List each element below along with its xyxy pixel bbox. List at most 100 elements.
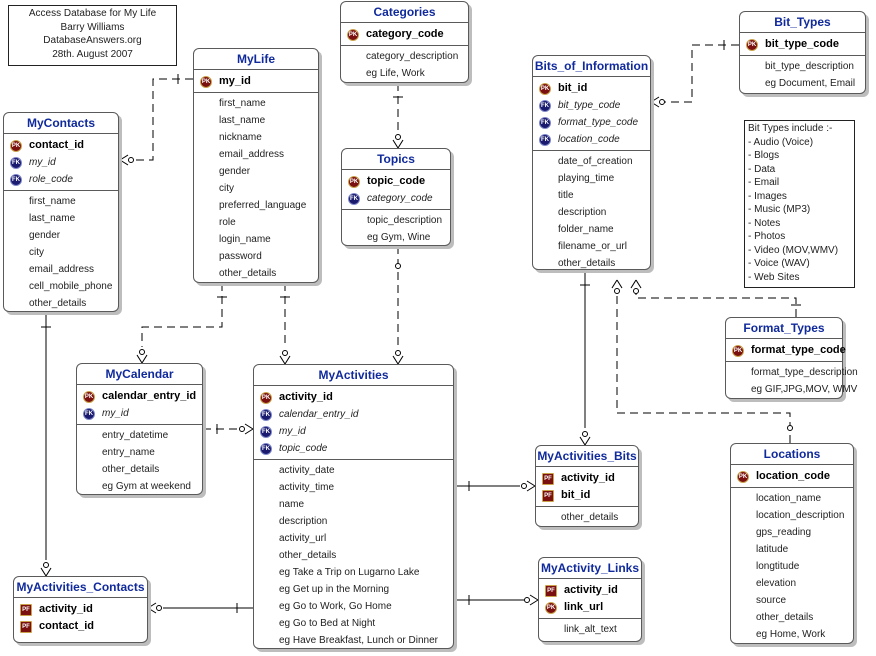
crows-foot bbox=[579, 436, 586, 446]
optional-marker bbox=[239, 426, 245, 432]
attribute: filename_or_url bbox=[558, 241, 627, 252]
crows-foot bbox=[284, 355, 291, 365]
bit-types-note-line: - Music (MP3) bbox=[748, 204, 811, 215]
attribute: longtitude bbox=[756, 561, 800, 572]
attribute-name: bit_type_code bbox=[765, 38, 839, 50]
attribute-name: role_code bbox=[29, 174, 73, 185]
entity-title: MyActivities bbox=[254, 365, 453, 386]
attribute: other_details bbox=[558, 258, 616, 269]
bit-types-note-line: - Voice (WAV) bbox=[748, 258, 810, 269]
crows-foot bbox=[529, 599, 539, 606]
attribute-name: bit_id bbox=[561, 489, 591, 501]
pk-key-icon: PK bbox=[737, 471, 749, 483]
fk-key-icon: FK bbox=[539, 134, 551, 146]
attribute: date_of_creation bbox=[558, 156, 633, 167]
attribute: title bbox=[558, 190, 574, 201]
attribute: eg Gym at weekend bbox=[102, 481, 191, 492]
crows-foot bbox=[616, 279, 623, 289]
fk-key-icon: FK bbox=[260, 409, 272, 421]
crows-foot bbox=[526, 480, 536, 487]
crows-foot bbox=[650, 101, 660, 108]
crows-foot bbox=[529, 594, 539, 601]
entity-title: MyActivities_Contacts bbox=[14, 577, 147, 598]
entity-title: Format_Types bbox=[726, 318, 842, 339]
rel-bittypes-bits bbox=[665, 44, 739, 103]
attribute-name: format_type_code bbox=[558, 117, 639, 128]
attribute-name: calendar_entry_id bbox=[279, 409, 359, 420]
crows-foot bbox=[147, 607, 157, 614]
attribute-name: location_code bbox=[756, 470, 830, 482]
bit-types-note-line: Bit Types include :- bbox=[748, 123, 833, 134]
entity-title: MyLife bbox=[194, 49, 318, 70]
attribute: last_name bbox=[219, 115, 266, 126]
key-separator bbox=[731, 487, 853, 488]
attribute-name: activity_id bbox=[561, 472, 615, 484]
pk-key-icon: PK bbox=[10, 140, 22, 152]
attribute-name: my_id bbox=[279, 426, 306, 437]
optional-marker bbox=[614, 288, 620, 294]
pk-key-icon: PK bbox=[732, 345, 744, 357]
attribute: other_details bbox=[29, 298, 87, 309]
key-attribute: FK calendar_entry_id bbox=[260, 406, 453, 423]
crows-foot bbox=[630, 279, 637, 289]
attribute-name: topic_code bbox=[367, 175, 426, 187]
key-separator bbox=[740, 55, 865, 56]
attribute-name: contact_id bbox=[29, 139, 85, 151]
attribute: first_name bbox=[219, 98, 266, 109]
header-note-line: 28th. August 2007 bbox=[52, 48, 133, 60]
rel-mylife-mycontacts bbox=[130, 78, 193, 161]
attribute-name: activity_id bbox=[39, 603, 93, 615]
entity-title: MyActivity_Links bbox=[539, 558, 641, 579]
bit-types-note-line: - Images bbox=[748, 190, 787, 202]
attribute: activity_date bbox=[279, 465, 335, 476]
key-separator bbox=[533, 150, 650, 151]
crows-foot bbox=[397, 139, 404, 149]
pk-key-icon: PK bbox=[260, 392, 272, 404]
bit-types-note-line: - Blogs bbox=[748, 150, 780, 161]
attribute: location_name bbox=[756, 493, 822, 504]
attribute-name: activity_id bbox=[564, 584, 618, 596]
attribute: eg GIF,JPG,MOV, WMV bbox=[751, 384, 858, 395]
attribute: entry_datetime bbox=[102, 430, 169, 441]
attribute: gps_reading bbox=[756, 527, 812, 538]
crows-foot bbox=[279, 355, 286, 365]
attribute: other_details bbox=[219, 268, 277, 279]
header-note-line: Access Database for My Life bbox=[28, 8, 157, 19]
attribute-name: category_code bbox=[367, 193, 433, 204]
fk-key-icon: FK bbox=[83, 408, 95, 420]
fk-key-icon: FK bbox=[539, 100, 551, 112]
key-separator bbox=[4, 190, 118, 191]
key-attribute: PK location_code bbox=[737, 468, 853, 485]
attribute-name: contact_id bbox=[39, 620, 95, 632]
key-separator bbox=[77, 424, 202, 425]
